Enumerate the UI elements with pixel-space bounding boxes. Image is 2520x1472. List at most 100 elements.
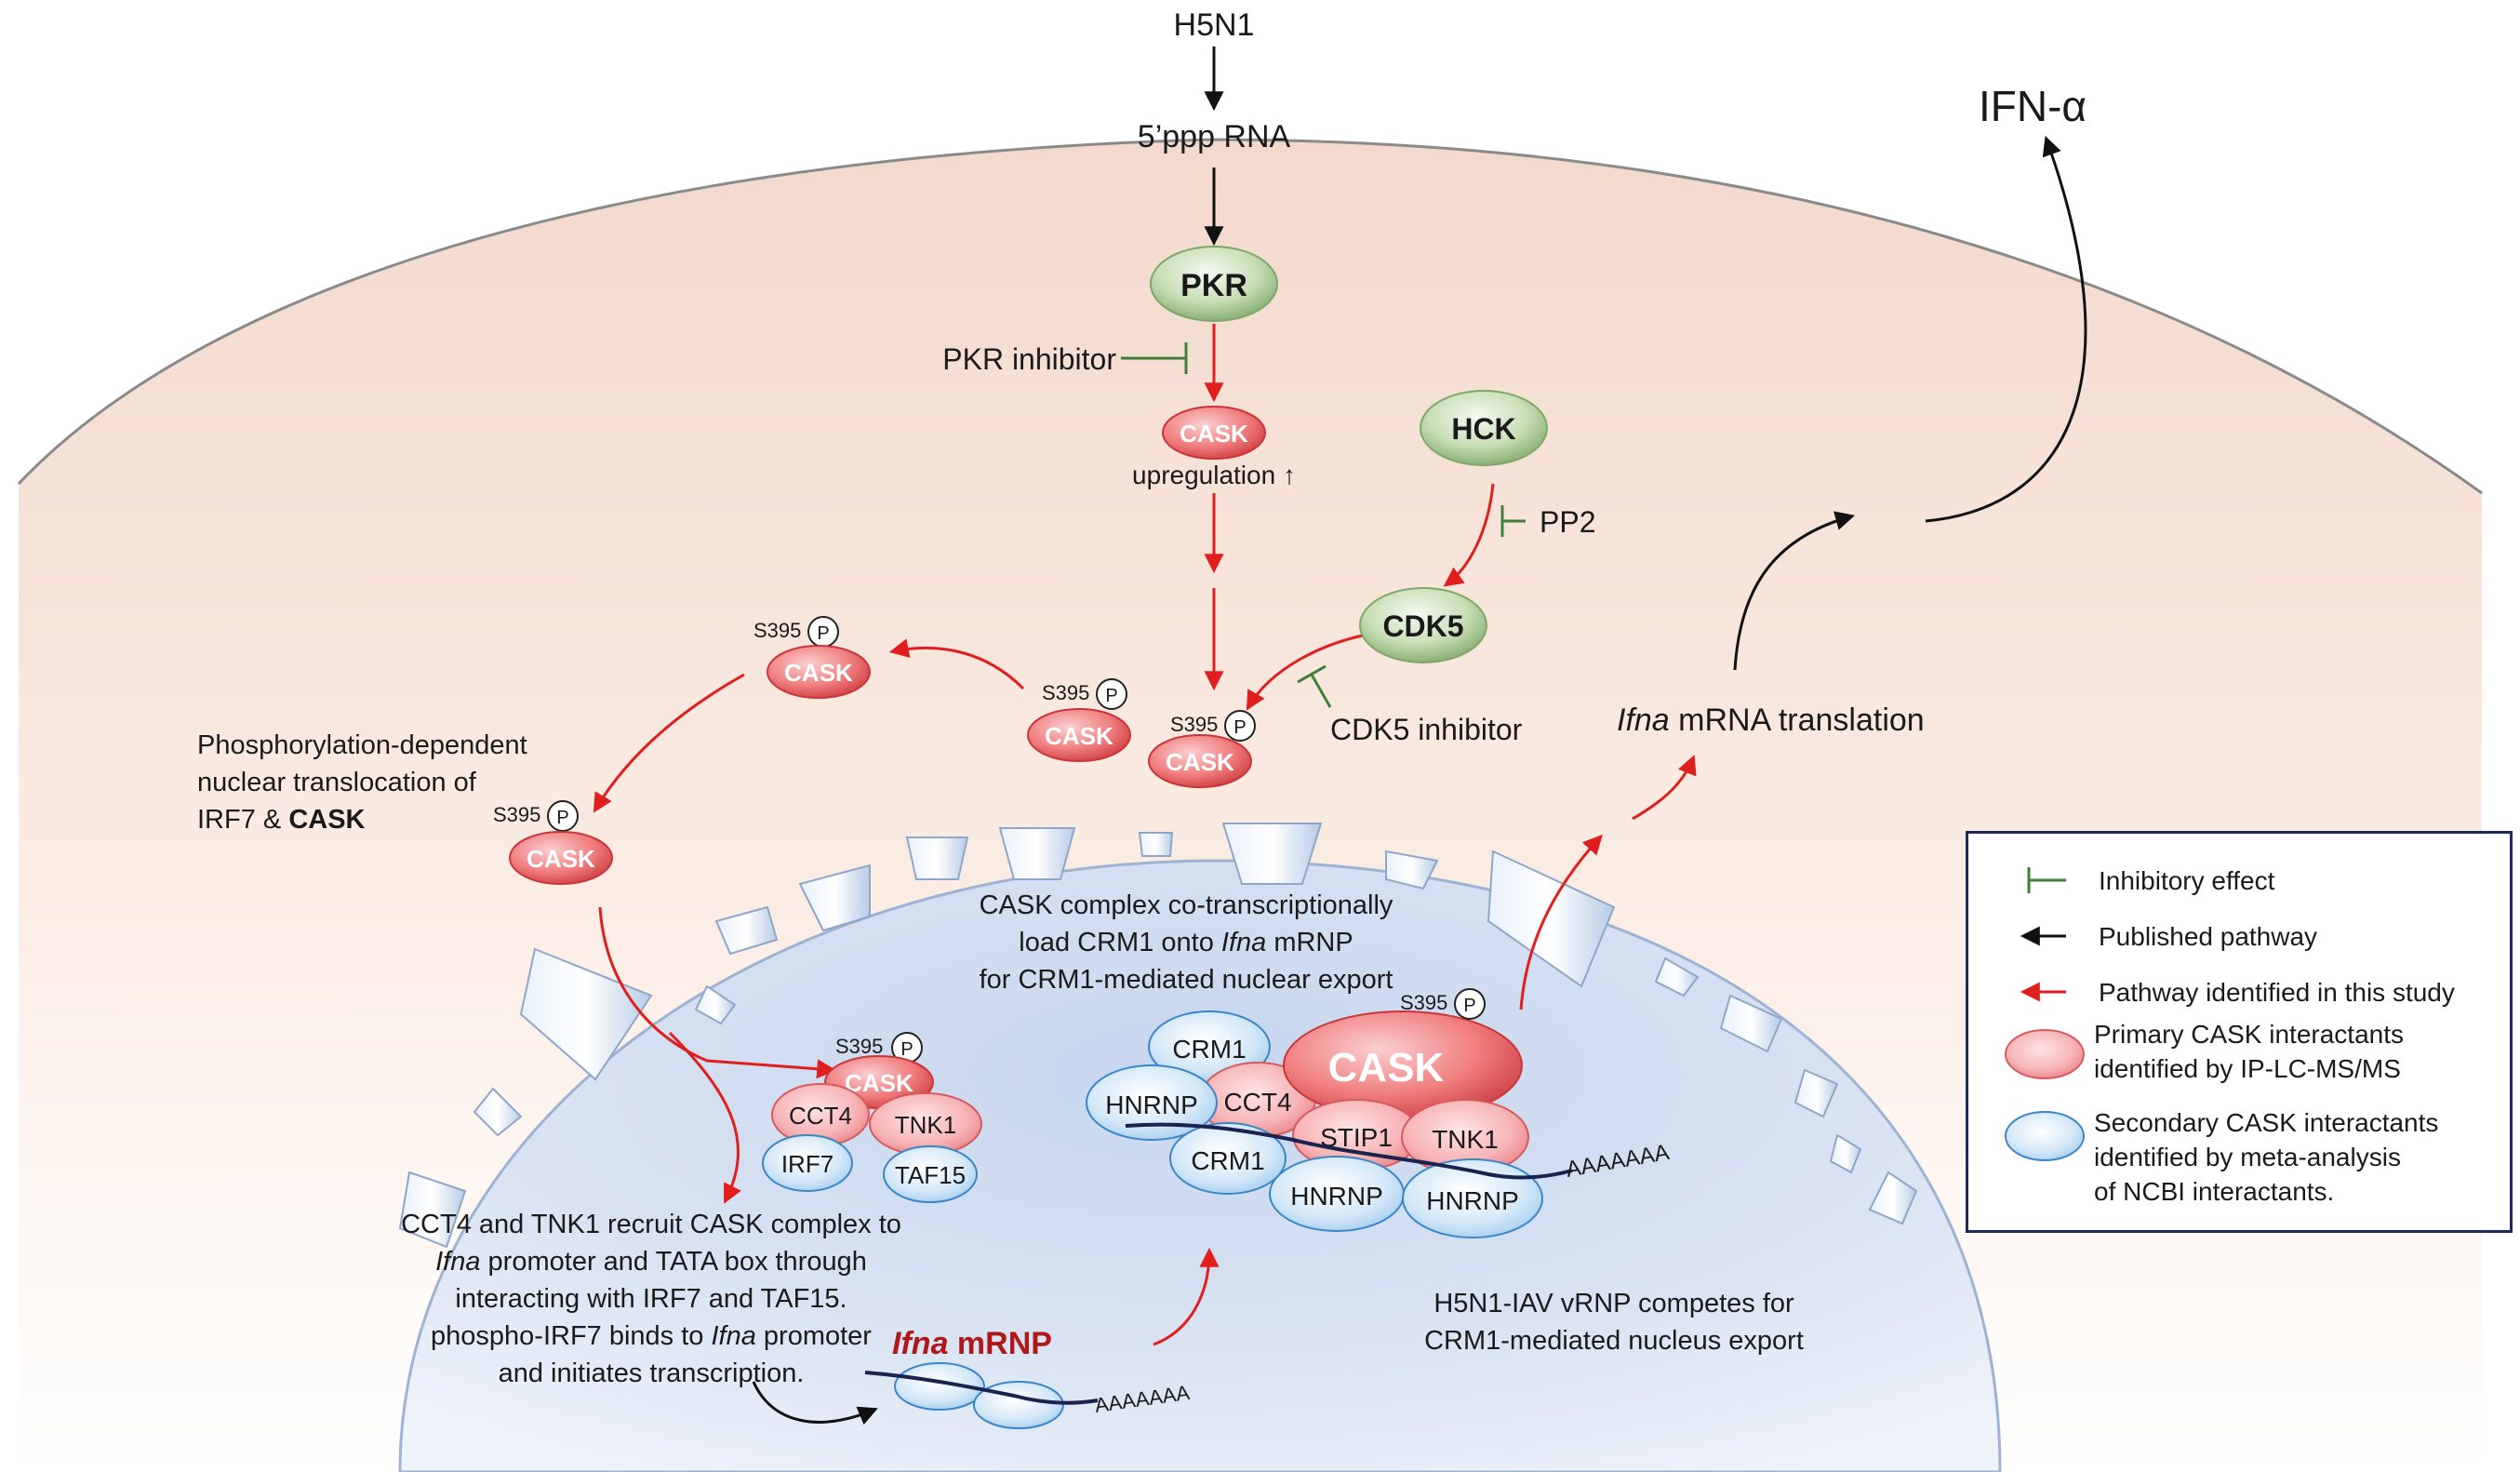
inhibitory-marks [1121,342,1526,708]
nuclear-pore [1793,1068,1839,1118]
nuclear-pore [1868,1171,1918,1225]
vrnp-text: H5N1-IAV vRNP competes for CRM1-mediated… [1424,1289,1804,1356]
svg-text:load CRM1 onto Ifna mRNP: load CRM1 onto Ifna mRNP [1019,928,1353,957]
svg-text:P: P [900,1039,913,1060]
arrow-to-ifn [1925,136,2087,523]
pkr-inhibitor-label: PKR inhibitor [942,342,1116,376]
nuclear-pore [1385,850,1439,890]
s395-label: S395 [493,803,540,826]
cdk5-label: CDK5 [1382,609,1463,643]
nuclear-pore [1221,823,1323,885]
pp2-label: PP2 [1540,505,1595,539]
cct4-label: CCT4 [1223,1088,1291,1117]
arrow-to-translocation [593,673,745,813]
cask-label: CASK [1045,722,1113,750]
nuclear-pore [1487,850,1616,988]
nuclear-pore [519,947,653,1081]
cask-label: CASK [1166,748,1234,776]
svg-text:for CRM1-mediated nuclear expo: for CRM1-mediated nuclear export [980,965,1393,995]
legend-secondary-label-1: Secondary CASK interactants [2094,1108,2438,1137]
cdk5-inhibitor-tee [1297,664,1327,684]
hck-label: HCK [1451,412,1515,446]
cask-phospho-left: S395 P CASK [753,616,871,699]
nuclear-pore [1829,1133,1862,1174]
legend-secondary-label-2: identified by meta-analysis [2094,1143,2401,1171]
legend-primary-icon [2005,1029,2085,1079]
ifn-label: IFN-α [1979,82,2087,130]
legend-secondary-label-3: of NCBI interactants. [2094,1177,2334,1206]
export-complex: CRM1 CCT4 HNRNP CASK S395 P STIP1 TNK1 C… [1086,988,1671,1238]
phospho-p-icon [1096,678,1127,710]
tnk1-label: TNK1 [895,1111,956,1139]
irf7-label: IRF7 [781,1150,833,1178]
nuclear-pore [905,836,969,880]
cask-label: CASK [527,845,595,873]
cct4-label: CCT4 [789,1102,852,1130]
svg-text:P: P [556,808,568,828]
legend-secondary-icon [2005,1111,2085,1161]
svg-text:H5N1-IAV vRNP competes for: H5N1-IAV vRNP competes for [1433,1289,1794,1318]
svg-text:P: P [817,623,829,644]
svg-text:phospho-IRF7 binds to Ifna pro: phospho-IRF7 binds to Ifna promoter [431,1321,872,1351]
svg-text:Phosphorylation-dependent: Phosphorylation-dependent [197,730,527,760]
svg-text:and initiates transcription.: and initiates transcription. [499,1358,805,1388]
svg-text:IRF7 & CASK: IRF7 & CASK [197,805,366,835]
arrow-to-translation [1632,755,1697,821]
nuclear-pore [1719,994,1783,1053]
phospho-p-icon [547,800,579,832]
nuclear-pore [694,984,737,1025]
nuclear-pore [1654,957,1700,997]
arrow-cdk5-to-cask [1246,631,1378,711]
legend-identified-label: Pathway identified in this study [2099,978,2455,1007]
nuclear-pore [714,905,779,956]
cask-phospho-translocating: S395 P CASK [493,800,613,885]
legend-primary-label-1: Primary CASK interactants [2094,1020,2404,1049]
published-arrows [752,47,2087,1425]
hck-node: HCK [1420,390,1548,466]
svg-text:CCT4 and TNK1 recruit CASK com: CCT4 and TNK1 recruit CASK complex to [401,1210,901,1239]
mrnp-label: Ifna mRNP [892,1326,1052,1361]
hnrnp-label: HNRNP [1290,1182,1383,1211]
svg-text:CRM1-mediated nucleus export: CRM1-mediated nucleus export [1424,1326,1804,1356]
cask-phospho-center: S395 P CASK [1148,710,1256,788]
legend-primary-label-2: identified by IP-LC-MS/MS [2094,1054,2401,1083]
s395-label: S395 [1170,713,1218,736]
mrna-strand [864,1371,1099,1405]
hnrnp-label: HNRNP [1105,1091,1198,1119]
cask-large-label: CASK [1328,1045,1445,1091]
pkr-label: PKR [1180,268,1247,303]
legend-published-label: Published pathway [2099,922,2317,951]
arrow-export [1519,834,1603,1010]
cask-label: CASK [784,659,853,687]
cdk5-node: CDK5 [1359,587,1487,663]
crm1-label: CRM1 [1172,1035,1246,1064]
svg-text:interacting with IRF7 and TAF1: interacting with IRF7 and TAF15. [455,1284,847,1314]
s395-label: S395 [753,619,801,642]
s395-label: S395 [835,1035,883,1058]
cask-label: CASK [845,1069,913,1097]
promoter-complex: S395 P CASK CCT4 TNK1 IRF7 TAF15 [762,1032,982,1203]
complex-text: CASK complex co-transcriptionally load C… [980,890,1393,995]
mrna-strand [1125,1122,1573,1180]
recruit-text: CCT4 and TNK1 recruit CASK complex to If… [401,1210,901,1388]
s395-label: S395 [1400,991,1447,1014]
svg-text:P: P [1463,996,1475,1016]
translocation-text: Phosphorylation-dependent nuclear transl… [197,730,527,835]
crm1-label: CRM1 [1191,1146,1264,1175]
svg-text:Ifna promoter and TATA box thr: Ifna promoter and TATA box through [435,1247,867,1277]
cell-membrane [17,138,2483,495]
nuclear-pore [998,827,1076,880]
nuclear-pore [1138,832,1174,857]
svg-text:nuclear translocation of: nuclear translocation of [197,768,477,797]
arrow-to-promoter [668,1031,741,1204]
arrow-into-nucleus [598,906,837,1079]
nuclear-pores [398,823,1918,1249]
legend: Inhibitory effect Published pathway Path… [1966,831,2513,1233]
nuclear-pore [398,1171,467,1249]
phospho-p-icon [1454,988,1486,1020]
cask-upregulated: CASK [1162,406,1266,460]
h5n1-label: H5N1 [1174,7,1255,43]
rna-label: 5’ppp RNA [1138,119,1291,154]
svg-text:P: P [1105,686,1117,706]
